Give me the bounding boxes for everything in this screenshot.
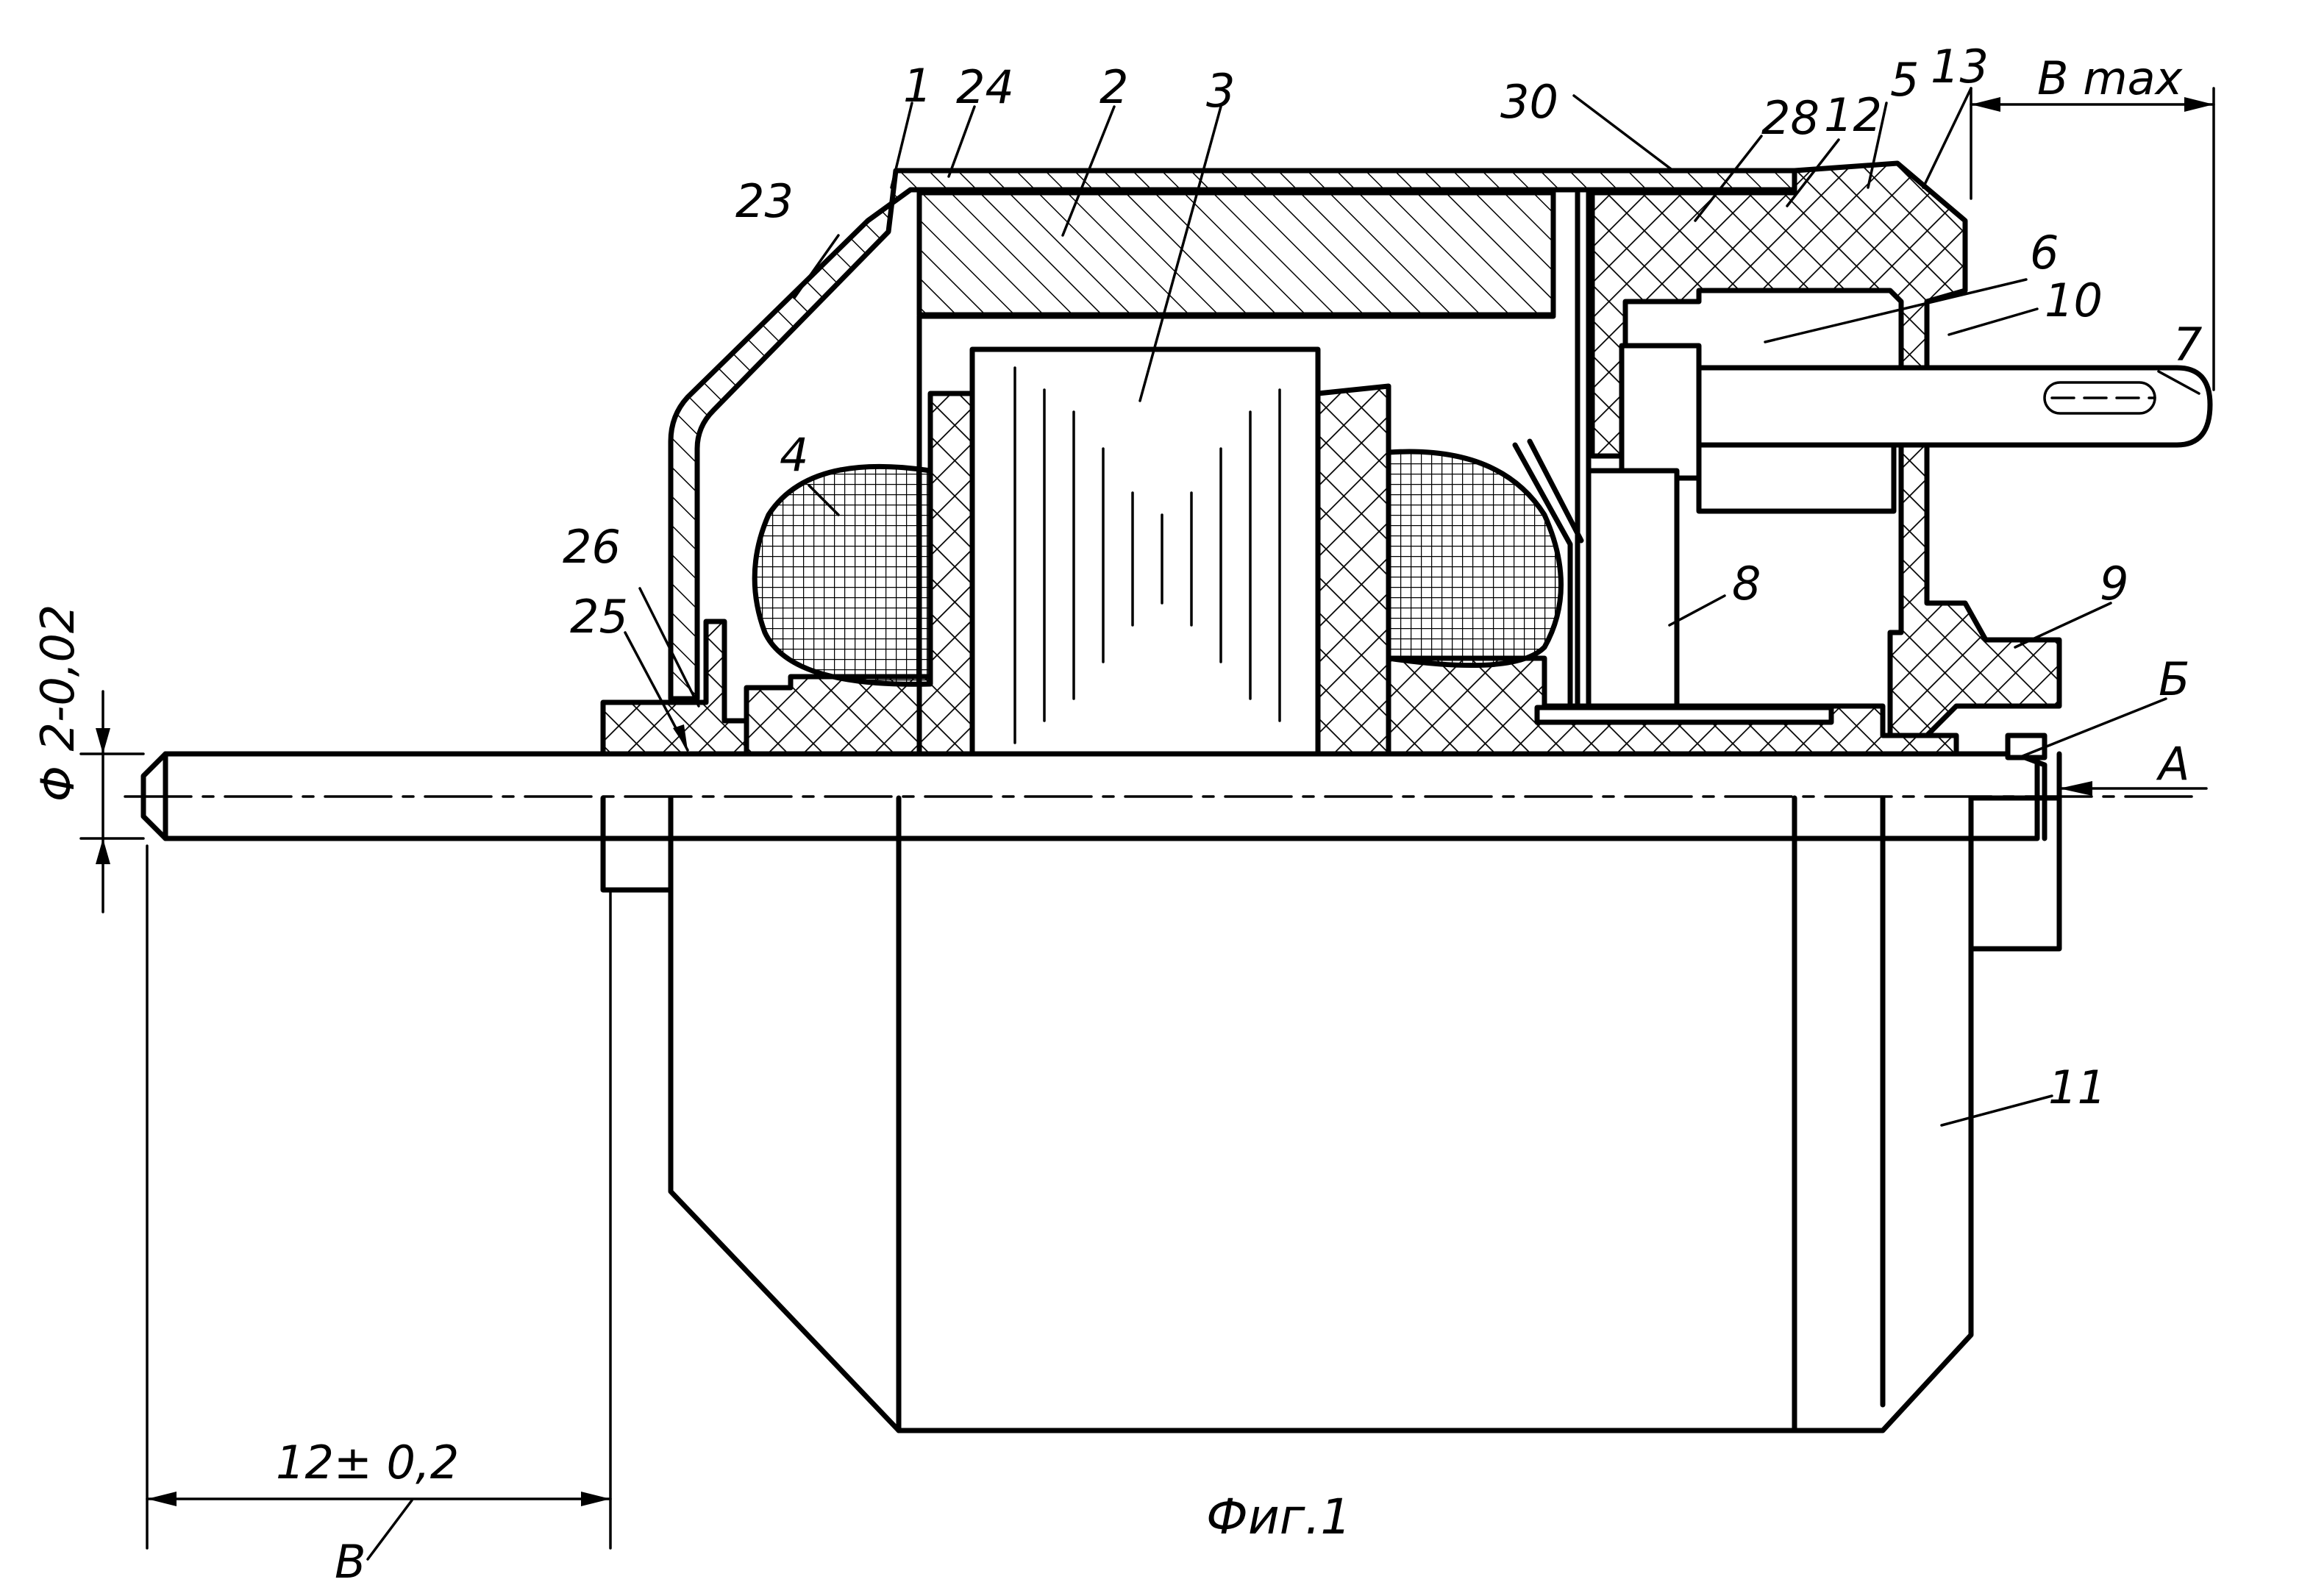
dimension-diameter: Φ 2-0,02 bbox=[31, 605, 85, 802]
brush-post-8 bbox=[1589, 471, 1677, 706]
label-11: 11 bbox=[2048, 1061, 2106, 1114]
dimension-length-ref: В bbox=[335, 1535, 366, 1589]
label-2: 2 bbox=[1100, 60, 1128, 114]
magnet-2 bbox=[919, 193, 1553, 315]
armature-core-3 bbox=[972, 349, 1318, 754]
label-3: 3 bbox=[1206, 64, 1235, 118]
figure-caption: Фиг.1 bbox=[1206, 1489, 1351, 1545]
terminal-7 bbox=[1699, 368, 2210, 445]
label-b-cyr: Б bbox=[2159, 652, 2190, 706]
label-6: 6 bbox=[2030, 226, 2059, 279]
label-10: 10 bbox=[2045, 274, 2103, 327]
label-7: 7 bbox=[2173, 318, 2202, 371]
label-9: 9 bbox=[2100, 557, 2128, 610]
label-a: А bbox=[2156, 737, 2189, 791]
contact-6 bbox=[1622, 346, 1699, 478]
label-26: 26 bbox=[563, 520, 621, 574]
label-30: 30 bbox=[1500, 75, 1558, 129]
label-24: 24 bbox=[956, 60, 1014, 114]
label-bmax: В max bbox=[2037, 51, 2184, 105]
dimension-length: 12± 0,2 bbox=[276, 1436, 459, 1489]
label-5: 5 bbox=[1890, 53, 1919, 107]
winding-4 bbox=[755, 466, 930, 684]
label-13: 13 bbox=[1931, 40, 1989, 93]
label-12: 12 bbox=[1824, 88, 1882, 142]
rotor-insulator-right bbox=[1318, 386, 1389, 754]
label-23: 23 bbox=[735, 174, 794, 228]
label-8: 8 bbox=[1732, 557, 1761, 610]
label-4: 4 bbox=[780, 428, 808, 482]
label-28: 28 bbox=[1761, 91, 1820, 145]
label-1: 1 bbox=[903, 59, 932, 113]
housing-body-11 bbox=[671, 798, 1971, 1431]
label-25: 25 bbox=[570, 590, 628, 644]
